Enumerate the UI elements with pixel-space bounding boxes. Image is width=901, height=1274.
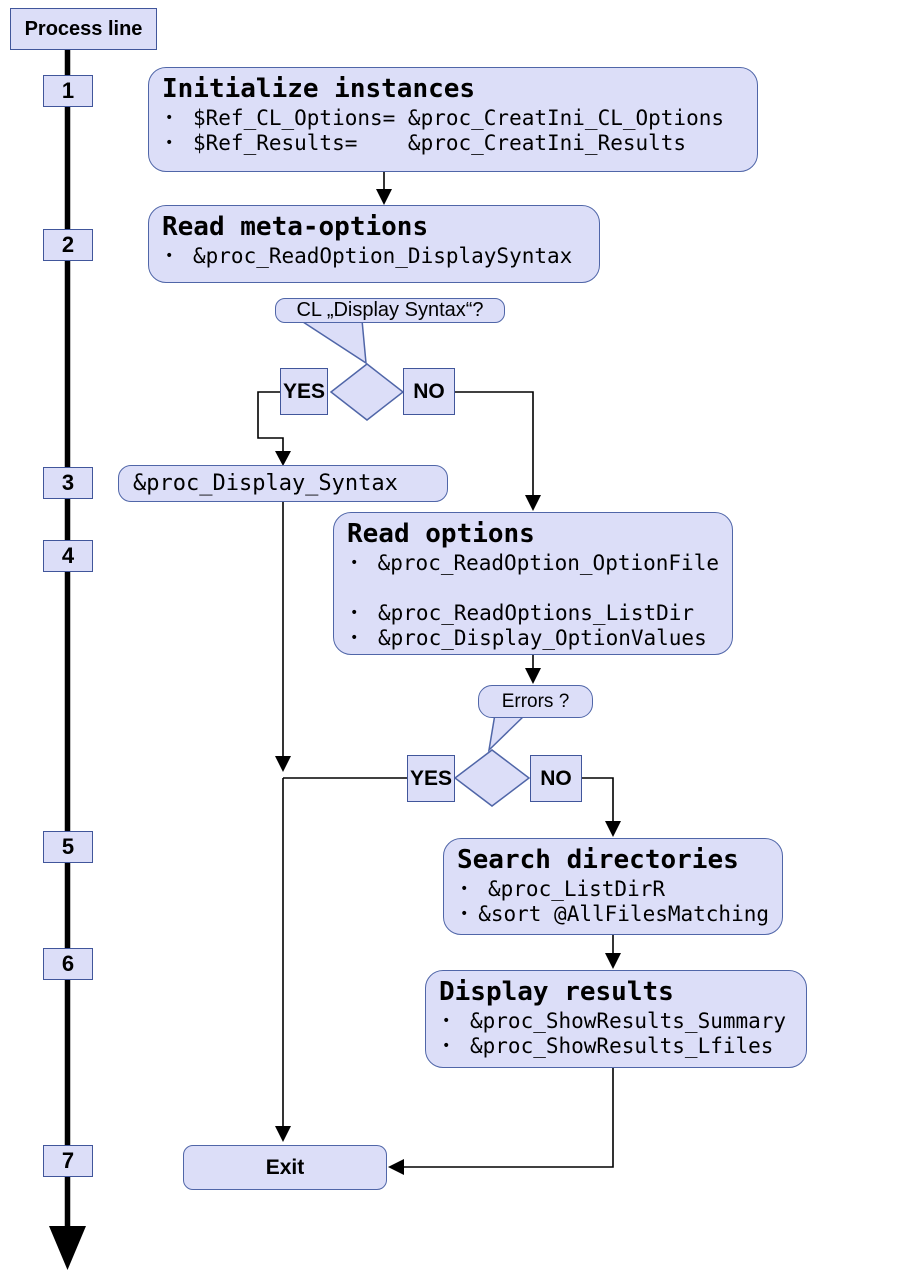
bullet-text xyxy=(378,576,719,601)
arrowhead-icon xyxy=(275,451,291,466)
decision-cl-yes-label: YES xyxy=(280,368,328,415)
bullet-icon: • xyxy=(460,881,469,897)
connector-cl-no xyxy=(455,391,534,496)
connector-results-to-exit xyxy=(404,1068,614,1168)
arrowhead-icon xyxy=(275,1126,291,1142)
bullet-icon xyxy=(347,576,378,601)
step-number-7: 7 xyxy=(43,1145,93,1177)
bullet-text: &sort @AllFilesMatching xyxy=(478,902,769,926)
bullet-text: &proc_ShowResults_Lfiles xyxy=(470,1034,774,1058)
bullet-icon: • xyxy=(165,248,174,264)
bullet-text: &proc_ListDirR xyxy=(488,877,666,901)
arrowhead-icon xyxy=(605,821,621,837)
box-title: Read meta-options xyxy=(162,212,429,242)
callout-errors: Errors ? xyxy=(478,685,593,718)
bullet-text: &proc_ReadOption_OptionFile xyxy=(377,551,719,575)
arrowhead-icon xyxy=(605,953,621,969)
process-box-search-directories: Search directories • &proc_ListDirR • &sor… xyxy=(443,838,783,935)
process-box-exit: Exit xyxy=(183,1145,387,1190)
bullet-icon: • xyxy=(350,555,359,571)
arrowhead-icon xyxy=(275,756,291,772)
step-number-2: 2 xyxy=(43,229,93,261)
bullet-text: &proc_Display_OptionValues xyxy=(378,626,707,650)
process-box-read-options: Read options • &proc_ReadOption_OptionFil… xyxy=(333,512,733,655)
process-box-display-results: Display results • &proc_ShowResults_Summa… xyxy=(425,970,807,1068)
decision-errors-yes-label: YES xyxy=(407,755,455,802)
step-number-5: 5 xyxy=(43,831,93,863)
callout-cl-display-syntax: CL „Display Syntax“? xyxy=(275,298,505,323)
arrowhead-icon xyxy=(376,189,392,205)
box-title: Display results xyxy=(439,977,674,1007)
decision-diamond-cl xyxy=(329,363,405,421)
box-title: Read options xyxy=(347,519,535,549)
callout-tail-errors xyxy=(487,713,528,753)
bullet-text: $Ref_Results= &proc_CreatIni_Results xyxy=(193,131,687,155)
bullet-icon: • xyxy=(442,1013,451,1029)
connector-errors-no xyxy=(582,777,614,822)
arrowhead-icon xyxy=(525,668,541,684)
bullet-icon: • xyxy=(350,630,359,646)
decision-errors-no-label: NO xyxy=(530,755,582,802)
step-number-6: 6 xyxy=(43,948,93,980)
arrowhead-icon xyxy=(388,1159,404,1175)
box-title: Search directories xyxy=(457,845,739,875)
step-number-1: 1 xyxy=(43,75,93,107)
decision-diamond-errors xyxy=(453,749,531,807)
process-line-label: Process line xyxy=(10,8,157,50)
process-box-read-meta: Read meta-options • &proc_ReadOption_Disp… xyxy=(148,205,600,283)
step-number-3: 3 xyxy=(43,467,93,499)
step-number-4: 4 xyxy=(43,540,93,572)
bullet-icon: • xyxy=(460,906,469,922)
callout-tail-cl xyxy=(297,319,367,365)
bullet-text: $Ref_CL_Options= &proc_CreatIni_CL_Optio… xyxy=(193,106,725,130)
bullet-icon: • xyxy=(165,135,174,151)
bullet-text: &proc_ShowResults_Summary xyxy=(470,1009,787,1033)
connector-cl-yes xyxy=(257,391,284,452)
process-line-arrowhead-icon xyxy=(49,1226,86,1270)
arrowhead-icon xyxy=(525,495,541,511)
bullet-icon: • xyxy=(442,1038,451,1054)
bullet-icon: • xyxy=(350,605,359,621)
bullet-icon: • xyxy=(165,110,174,126)
process-box-display-syntax: &proc_Display_Syntax xyxy=(118,465,448,502)
process-box-initialize: Initialize instances • $Ref_CL_Options= &… xyxy=(148,67,758,172)
bullet-text: &proc_ReadOption_DisplaySyntax xyxy=(193,244,573,268)
decision-cl-no-label: NO xyxy=(403,368,455,415)
bullet-text: &proc_ReadOptions_ListDir xyxy=(378,601,695,625)
box-title: Initialize instances xyxy=(162,74,476,104)
